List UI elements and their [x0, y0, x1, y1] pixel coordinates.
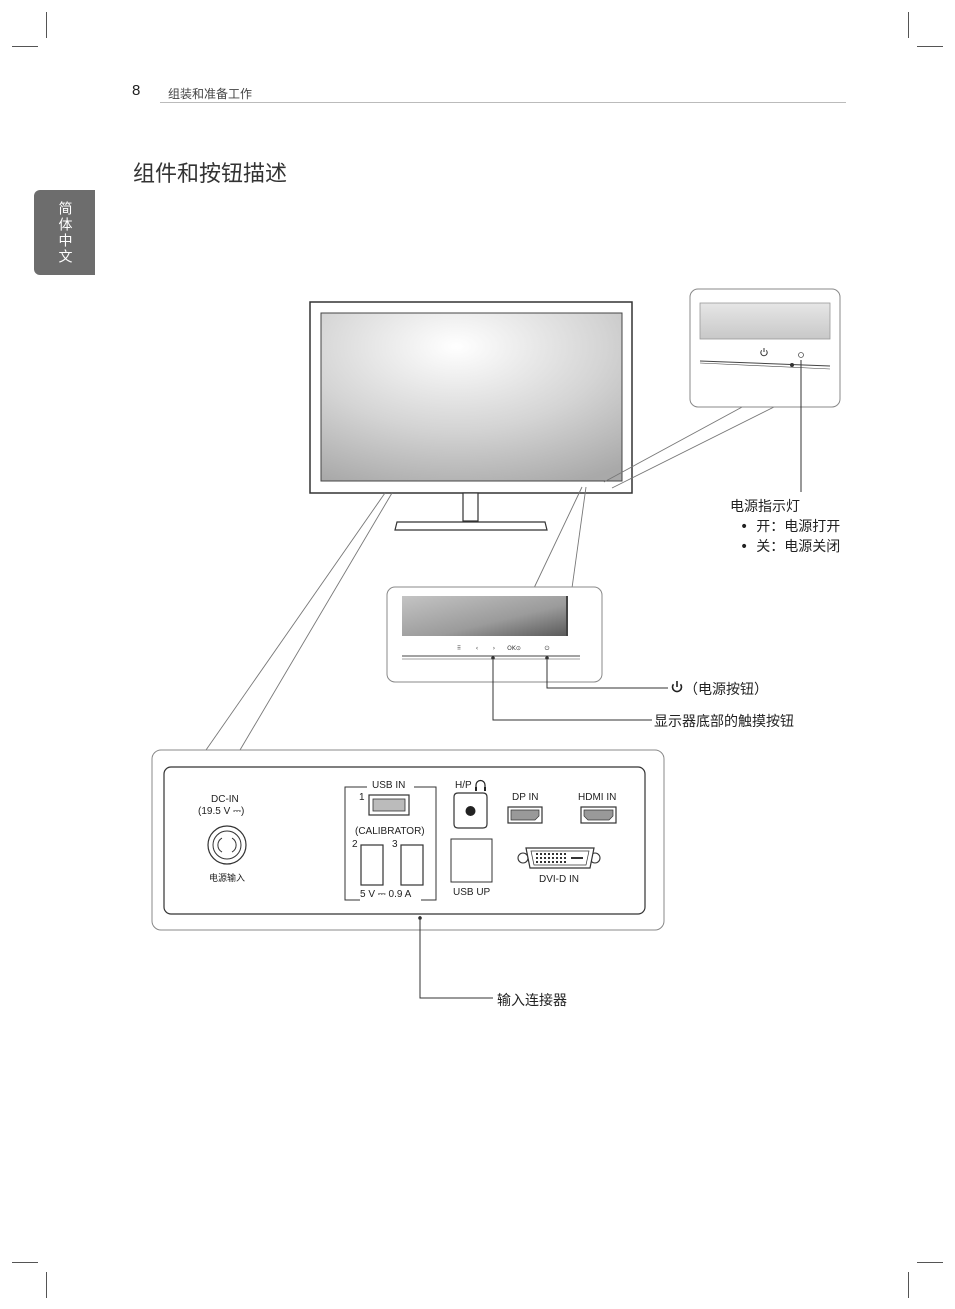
usb-in-port-3 [400, 844, 424, 886]
crop-mark [917, 1262, 943, 1263]
hdmi-in-port [580, 806, 617, 824]
touch-button-left[interactable]: ‹ [476, 645, 478, 652]
touch-button-power[interactable]: ⏻ [545, 645, 550, 652]
dc-in-cn-label: 电源输入 [209, 874, 246, 884]
touch-button-right[interactable]: › [493, 645, 495, 652]
touch-button-marks: ⠿ ‹ › OK⊙ ⏻ [457, 645, 550, 652]
power-led-on: 开：电源打开 [740, 516, 840, 536]
monitor-front [309, 301, 633, 531]
power-icon [760, 348, 768, 357]
usb-in-port-2 [360, 844, 384, 886]
dvi-d-in-label: DVI-D IN [539, 874, 579, 885]
hp-label: H/P [455, 780, 472, 791]
power-led-off: 关：电源关闭 [740, 536, 840, 556]
crop-mark [908, 12, 909, 38]
leader-power-button [546, 660, 668, 689]
usb-up-label: USB UP [453, 887, 491, 898]
dc-in-label: DC-IN [211, 794, 239, 805]
headphone-icon [475, 779, 486, 791]
language-tab-label: 简体中文 [56, 200, 73, 265]
header-rule [160, 102, 846, 103]
power-led-title: 电源指示灯 [730, 499, 800, 515]
usb-in-port-1 [368, 794, 410, 816]
power-led-icon [798, 352, 804, 358]
leader-input-connectors [419, 916, 493, 999]
dvi-d-in-port [517, 847, 601, 869]
dc-in-rating: (19.5 V ⎓) [198, 806, 245, 817]
crop-mark [12, 46, 38, 47]
usb-port-number-2: 2 [352, 839, 358, 850]
usb-port-number-1: 1 [359, 792, 365, 803]
power-button-icon [671, 681, 683, 693]
hdmi-in-label: HDMI IN [578, 792, 617, 803]
zoom-power-led [689, 288, 841, 408]
crop-mark [46, 12, 47, 38]
dp-in-label: DP IN [512, 792, 539, 803]
input-connectors-label: 输入连接器 [497, 993, 567, 1009]
dc-in-port [207, 825, 247, 865]
crop-mark [46, 1272, 47, 1298]
dp-in-port [507, 806, 543, 824]
zoom-lines [205, 405, 777, 751]
zoom-touch-buttons [386, 586, 603, 683]
chapter-title: 组装和准备工作 [168, 87, 253, 101]
touch-buttons-label: 显示器底部的触摸按钮 [654, 714, 794, 730]
page-number: 8 [132, 82, 141, 99]
usb-in-label: USB IN [372, 780, 406, 791]
crop-mark [917, 46, 943, 47]
crop-mark [908, 1272, 909, 1298]
power-button-label: （电源按钮） [684, 682, 768, 698]
headphone-port [453, 792, 488, 829]
usb-port-number-3: 3 [392, 839, 398, 850]
touch-button-ok[interactable]: OK⊙ [507, 645, 521, 652]
calibrator-label: (CALIBRATOR) [355, 826, 425, 837]
usb-up-port [450, 838, 493, 883]
crop-mark [12, 1262, 38, 1263]
rear-panel [151, 749, 665, 931]
usb-in-bracket [344, 786, 437, 901]
language-tab[interactable]: 简体中文 [34, 190, 95, 275]
usb-rating-label: 5 V ⎓ 0.9 A [360, 889, 412, 900]
section-title: 组件和按钮描述 [133, 162, 288, 187]
leader-touch-buttons [492, 660, 652, 721]
touch-button-menu[interactable]: ⠿ [457, 645, 461, 652]
